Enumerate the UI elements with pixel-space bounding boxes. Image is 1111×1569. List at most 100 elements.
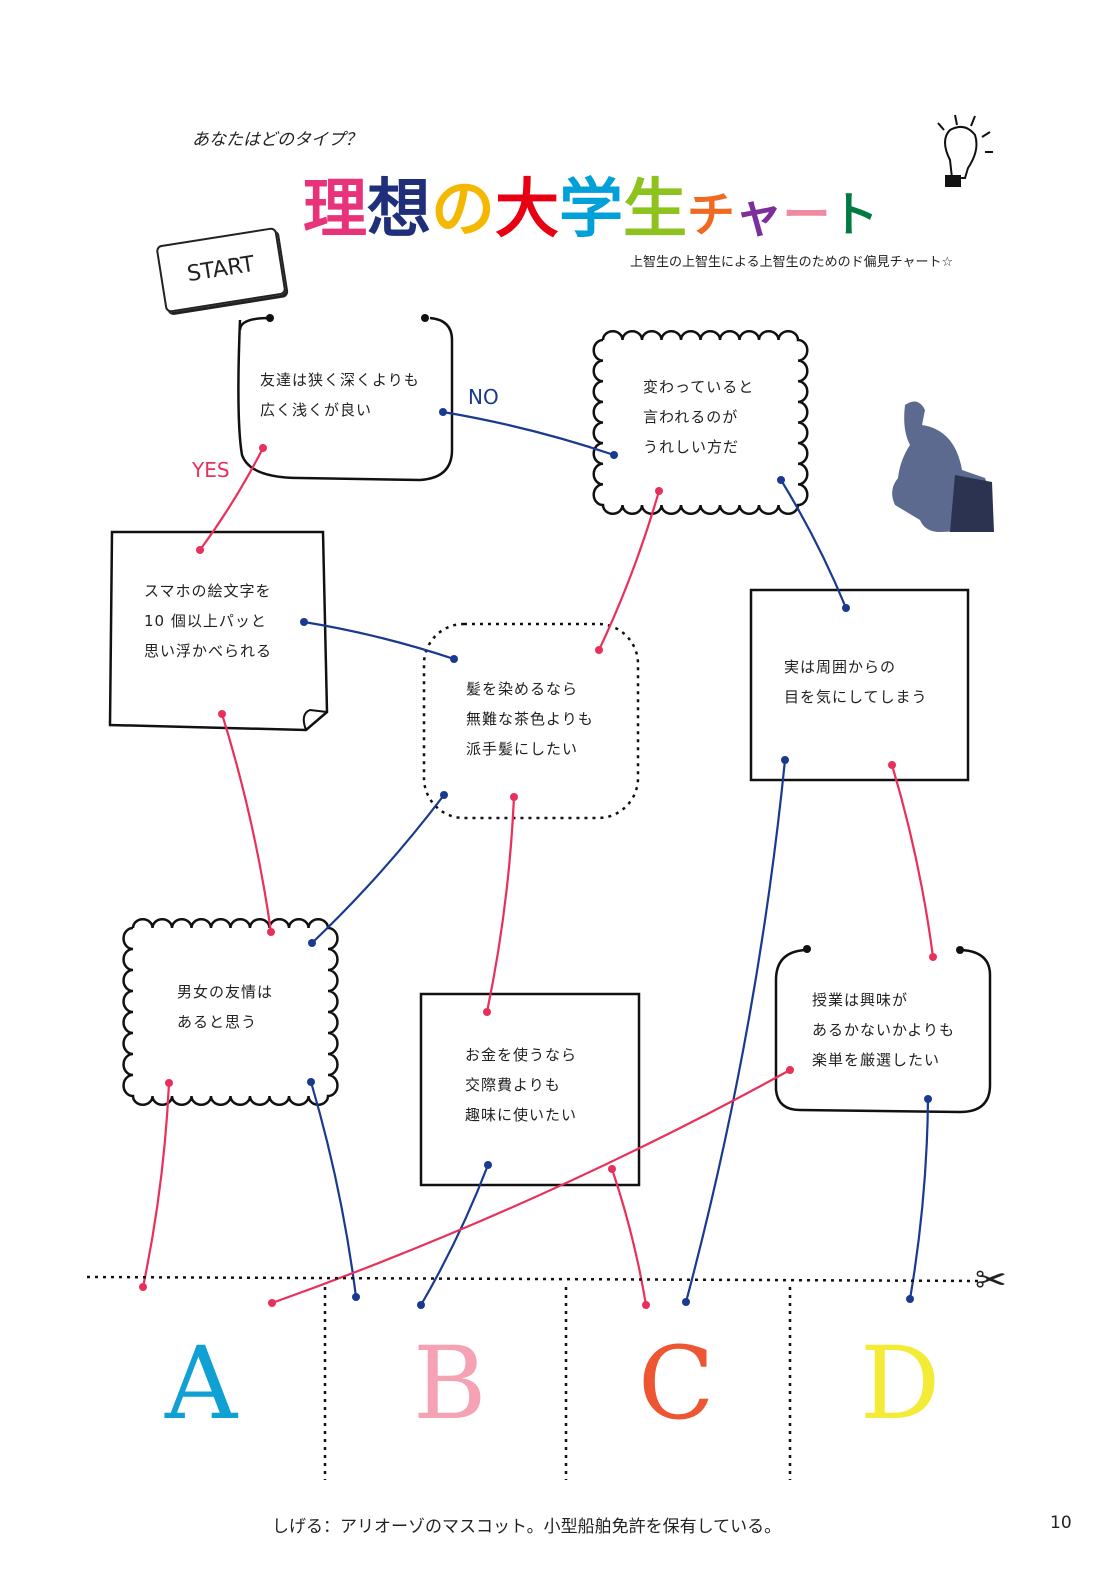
lightbulb-icon [944,125,978,179]
result-d: D [860,1325,941,1442]
light-ray [981,131,991,138]
title-char: チ [687,187,735,243]
question-box-8 [774,948,992,1114]
connector-dot [655,487,663,495]
connector-dot [218,710,226,718]
title-char: 大 [495,173,559,247]
question-4: 髪を染めるなら無難な茶色よりも派手髪にしたい [466,680,594,758]
connector-dot [777,476,785,484]
yes-label: YES [192,458,230,482]
connector-line [890,764,935,958]
sticky-note-box [108,530,329,732]
connector-dot [510,793,518,801]
connector-dot [165,1079,173,1087]
connector-line [220,713,273,933]
sticky-note-fold [302,708,328,731]
question-1: 友達は狭く深くよりも広く浅くが良い [260,371,420,419]
title-char: の [431,173,495,247]
title-char: 理 [303,173,367,247]
connector-dot [196,546,204,554]
connector-line [780,479,848,609]
connector-dot [450,655,458,663]
footer-caption: しげる：アリオーゾのマスコット。小型船舶免許を保有している。 [272,1517,782,1537]
connector-dot [267,928,275,936]
title-char: 想 [367,173,431,247]
connector-dot [417,1301,425,1309]
connector-dot [906,1295,914,1303]
title-char: ャ [734,187,783,243]
question-box-1-corner [238,316,271,331]
connector-line [271,1069,791,1305]
question-5: 実は周囲からの目を気にしてしまう [784,658,928,706]
connector-dot [682,1298,690,1306]
connector-dot [595,646,603,654]
connector-dot [786,1066,794,1074]
light-ray [970,115,976,127]
cloud-question-box-2 [122,917,339,1107]
connector-dot [608,1165,616,1173]
connector-line [420,1164,490,1306]
connector-dot [929,953,937,961]
connector-line [311,794,445,944]
result-b: B [413,1325,487,1442]
connector-dot [307,1078,315,1086]
statue-rock [950,475,994,532]
pin-dot [803,945,811,953]
connector-dot [259,444,267,452]
connector-line [485,796,516,1013]
question-2: 変わっていると言われるのがうれしい方だ [643,378,755,456]
title-char: 生 [623,173,687,247]
connector-line [199,447,264,551]
subtitle: 上智生の上智生による上智生のためのド偏見チャート☆ [630,255,954,270]
connector-dot [352,1293,360,1301]
question-box-1 [237,316,454,482]
pin-dot [266,314,274,322]
result-c: C [638,1325,715,1442]
title-char: ト [830,187,879,243]
title-char: 学 [559,173,623,247]
connector-dot [139,1283,147,1291]
question-6: 男女の友情はあると思う [177,983,274,1031]
connector-dot [888,761,896,769]
connector-dot [308,939,316,947]
no-label: NO [468,385,499,409]
square-question-box [749,588,970,782]
pin-dot [421,314,429,322]
question-7: お金を使うなら交際費よりも趣味に使いたい [465,1046,578,1124]
pin-dot [956,946,964,954]
square-question-box-2 [419,992,641,1187]
connector-dot [484,1161,492,1169]
connector-dot [300,618,308,626]
question-8: 授業は興味があるかないかよりも楽単を厳選したい [812,991,955,1069]
connector-dot [924,1095,932,1103]
connector-line [442,410,615,457]
connector-dot [483,1008,491,1016]
connector-line [684,759,787,1303]
connector-dot [842,604,850,612]
connector-line [908,1098,930,1300]
page-title: 理想の大学生チャート [303,158,879,250]
result-a: A [165,1325,238,1442]
connector-line [598,490,661,651]
connector-line [610,1168,648,1306]
light-ray [954,114,958,126]
page-number: 10 [1050,1513,1072,1533]
title-char: ー [782,187,831,243]
scissors-icon: ✂ [975,1258,1007,1302]
cloud-question-box [592,329,809,516]
connector-dot [440,791,448,799]
cut-line [86,1275,981,1283]
light-ray [937,122,945,131]
connector-dot [610,451,618,459]
connector-dot [439,408,447,416]
dotted-question-box [422,622,640,820]
lightbulb-base [945,175,961,187]
connector-line [141,1082,171,1288]
connector-line [303,620,455,661]
connector-dot [781,756,789,764]
kicker: あなたはどのタイプ？ [192,130,362,150]
connector-dot [268,1299,276,1307]
